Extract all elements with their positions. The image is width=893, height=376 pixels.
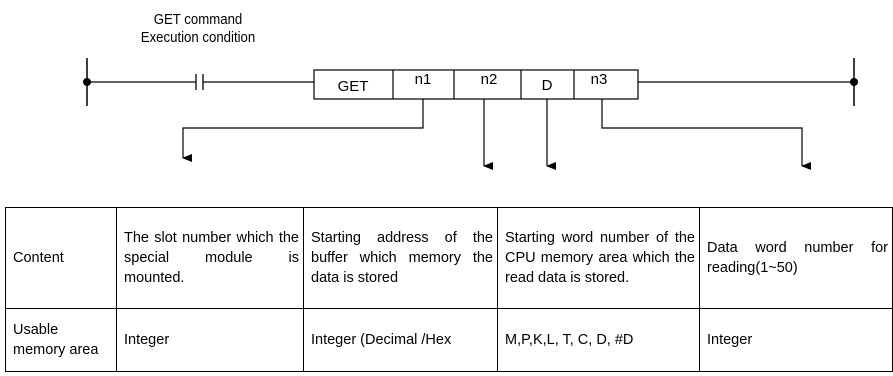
arrow-n3-to-count-column — [601, 99, 811, 170]
table-row-content: Content The slot number which the specia… — [5, 207, 893, 309]
ladder-diagram: GET command Execution condition — [83, 11, 858, 170]
arrow-n1-to-slot-column — [182, 99, 424, 162]
instruction-cell-d: D — [542, 77, 553, 94]
table-row-usable-memory: Usable memory area Integer Integer (Deci… — [5, 308, 893, 372]
contact-symbol — [195, 74, 204, 90]
instruction-cell-n2: n2 — [481, 71, 498, 88]
row-header-content: Content — [5, 207, 117, 309]
execution-condition-subtitle: Execution condition — [140, 29, 256, 46]
table-cell-slot-type: Integer — [116, 308, 304, 372]
right-power-rail — [850, 58, 858, 106]
operand-spec-table: Content The slot number which the specia… — [5, 207, 893, 372]
execution-condition-title: GET command — [153, 11, 243, 28]
table-cell-cpu-memory: Starting word number of the CPU memory a… — [497, 207, 700, 309]
instruction-cell-n3: n3 — [591, 71, 608, 88]
table-cell-address-type: Integer (Decimal /Hex — [303, 308, 498, 372]
table-cell-buffer-address: Starting address of the buffer which mem… — [303, 207, 498, 309]
instruction-cell-get: GET — [338, 78, 369, 95]
get-instruction-block: GET n1 n2 D n3 — [313, 69, 639, 100]
table-cell-count-type: Integer — [699, 308, 893, 372]
instruction-cell-n1: n1 — [415, 71, 432, 88]
table-cell-word-count: Data word number for reading(1~50) — [699, 207, 893, 309]
table-cell-slot-number: The slot number which the special module… — [116, 207, 304, 309]
table-cell-memory-devices: M,P,K,L, T, C, D, #D — [497, 308, 700, 372]
row-header-usable-memory: Usable memory area — [5, 308, 117, 372]
